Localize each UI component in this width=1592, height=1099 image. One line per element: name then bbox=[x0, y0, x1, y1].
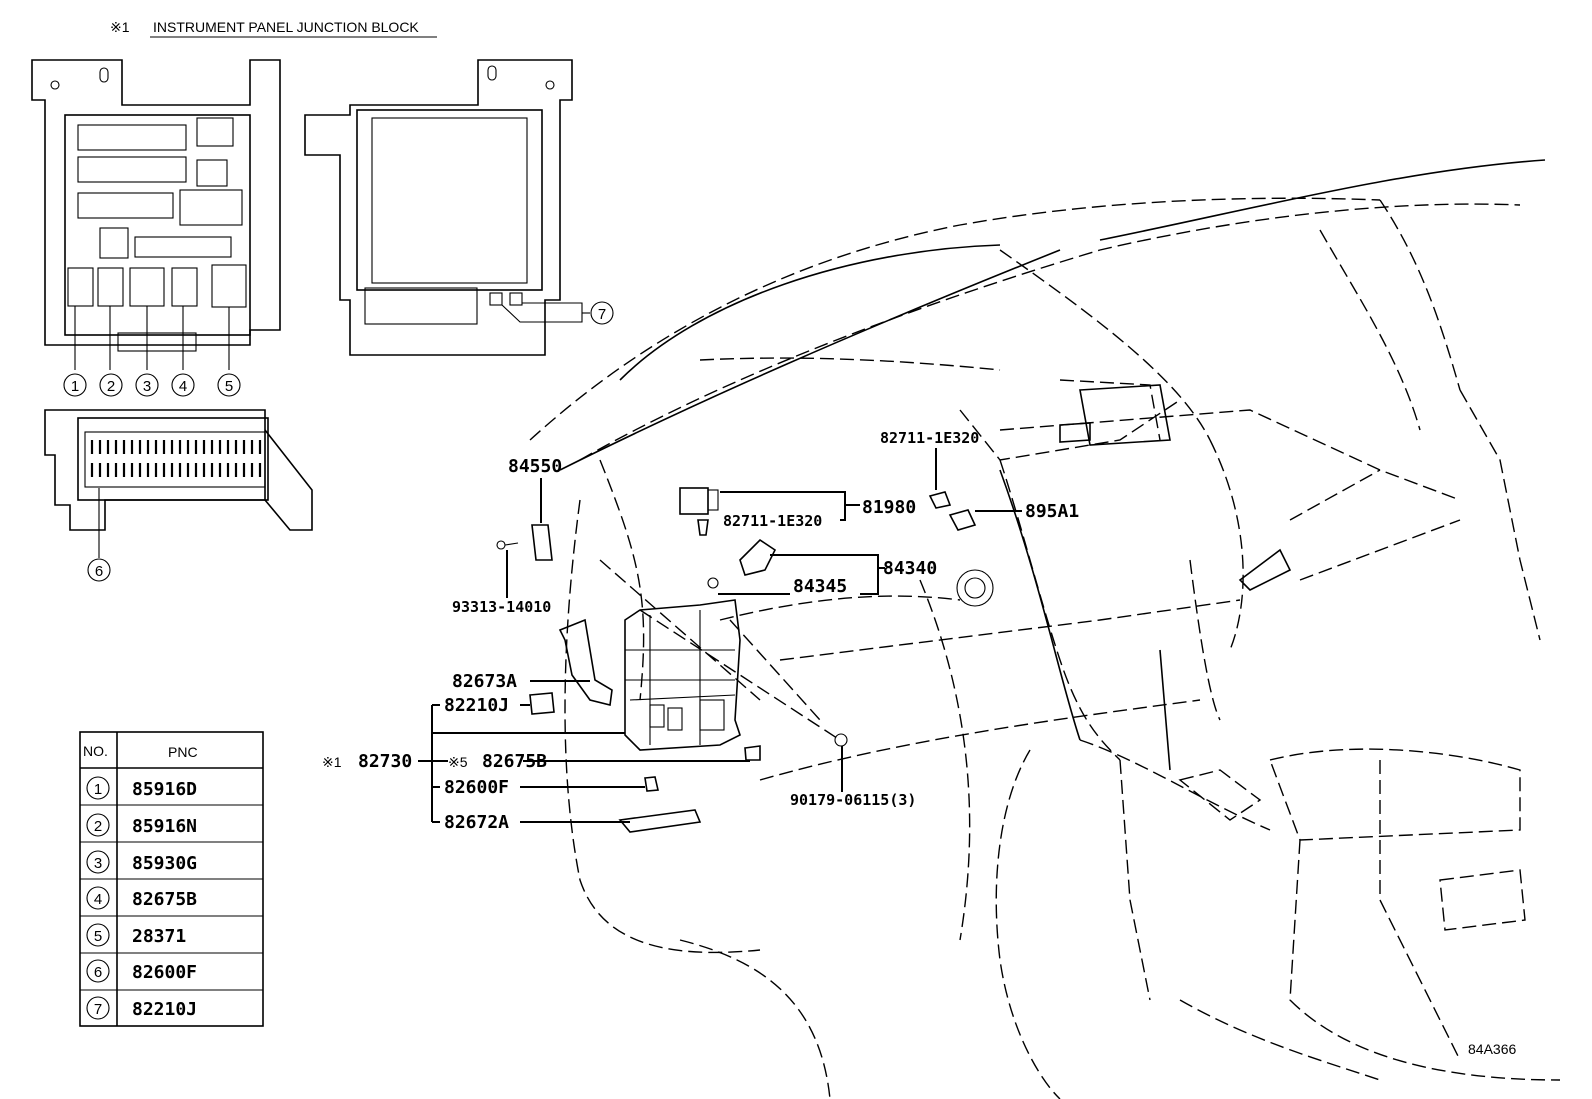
svg-text:1: 1 bbox=[71, 378, 79, 395]
label-82675B-mark: ※5 bbox=[448, 754, 468, 770]
junction-block-rear-view bbox=[304, 59, 590, 356]
svg-text:5: 5 bbox=[94, 928, 102, 945]
label-90179-06115: 90179-06115(3) bbox=[790, 791, 916, 809]
svg-text:82600F: 82600F bbox=[132, 962, 197, 983]
svg-text:82675B: 82675B bbox=[132, 889, 197, 910]
svg-text:85916N: 85916N bbox=[132, 816, 197, 837]
svg-text:6: 6 bbox=[94, 964, 102, 981]
table-row: 1 85916D bbox=[86, 776, 197, 800]
label-82711-1E320-upper: 82711-1E320 bbox=[880, 429, 979, 447]
table-row: 5 28371 bbox=[86, 923, 186, 947]
callout-3: 3 bbox=[135, 373, 159, 397]
table-header-no: NO. bbox=[83, 743, 108, 759]
part-icons bbox=[496, 487, 977, 792]
label-84550: 84550 bbox=[508, 456, 562, 477]
label-93313-14010: 93313-14010 bbox=[452, 598, 551, 616]
leader-lines bbox=[418, 448, 1022, 823]
label-84340: 84340 bbox=[883, 558, 937, 579]
callout-4: 4 bbox=[171, 373, 195, 397]
svg-text:28371: 28371 bbox=[132, 926, 186, 947]
svg-text:4: 4 bbox=[179, 378, 187, 395]
svg-text:4: 4 bbox=[94, 891, 102, 908]
label-82210J: 82210J bbox=[444, 695, 509, 716]
label-82711-1E320-lower: 82711-1E320 bbox=[723, 512, 822, 530]
svg-text:2: 2 bbox=[94, 818, 102, 835]
table-row: 3 85930G bbox=[86, 850, 197, 874]
svg-text:85930G: 85930G bbox=[132, 853, 197, 874]
label-82600F: 82600F bbox=[444, 777, 509, 798]
table-header-pnc: PNC bbox=[168, 744, 198, 760]
label-82675B: 82675B bbox=[482, 751, 547, 772]
callout-6: 6 bbox=[87, 558, 111, 582]
callout-5: 5 bbox=[217, 373, 241, 397]
callout-2: 2 bbox=[99, 373, 123, 397]
label-895A1: 895A1 bbox=[1025, 501, 1079, 522]
svg-text:7: 7 bbox=[94, 1001, 102, 1018]
label-82730-mark: ※1 bbox=[322, 754, 342, 770]
svg-text:3: 3 bbox=[143, 378, 151, 395]
svg-text:1: 1 bbox=[94, 781, 102, 798]
svg-text:3: 3 bbox=[94, 855, 102, 872]
svg-text:2: 2 bbox=[107, 378, 115, 395]
table-row: 7 82210J bbox=[86, 996, 197, 1020]
svg-text:6: 6 bbox=[95, 563, 103, 580]
callout-7: 7 bbox=[590, 301, 614, 325]
label-82730: 82730 bbox=[358, 751, 412, 772]
callout-1: 1 bbox=[63, 373, 87, 397]
figure-id: 84A366 bbox=[1468, 1041, 1516, 1057]
svg-text:5: 5 bbox=[225, 378, 233, 395]
label-81980: 81980 bbox=[862, 497, 916, 518]
svg-text:7: 7 bbox=[598, 306, 606, 323]
svg-text:82210J: 82210J bbox=[132, 999, 197, 1020]
junction-block-front-view bbox=[31, 59, 281, 370]
svg-text:85916D: 85916D bbox=[132, 779, 197, 800]
table-row: 6 82600F bbox=[86, 959, 197, 983]
header-mark: ※1 bbox=[110, 19, 130, 35]
table-row: 2 85916N bbox=[86, 813, 197, 837]
label-84345: 84345 bbox=[793, 576, 847, 597]
table-row: 4 82675B bbox=[86, 886, 197, 910]
instrument-panel-outline bbox=[529, 159, 1561, 1099]
junction-block-part bbox=[558, 559, 841, 833]
label-82672A: 82672A bbox=[444, 812, 509, 833]
label-82673A: 82673A bbox=[452, 671, 517, 692]
header-title: INSTRUMENT PANEL JUNCTION BLOCK bbox=[153, 19, 419, 35]
junction-block-connector-view bbox=[44, 409, 313, 558]
